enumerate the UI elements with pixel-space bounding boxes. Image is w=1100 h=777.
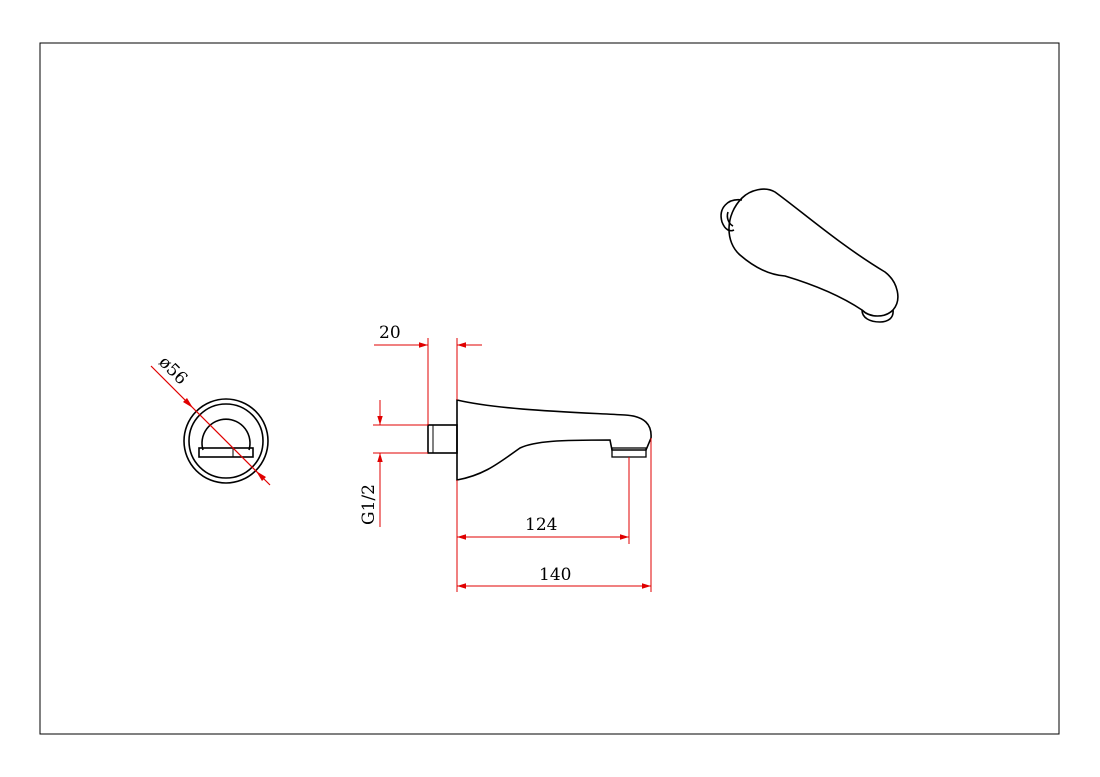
spout-body-outline (456, 398, 652, 481)
threaded-spigot (427, 424, 458, 454)
diameter-leader-line (150, 365, 271, 486)
iso-rosette (720, 198, 743, 232)
front-view (183, 398, 269, 484)
outlet-distance-label: 124 (525, 515, 557, 535)
iso-rosette-inner (726, 211, 734, 227)
diameter-arrow-bottom (256, 471, 266, 481)
overall-length-dimension: 140 (457, 438, 652, 592)
iso-spout-body (728, 188, 899, 317)
side-view (427, 398, 652, 481)
thread-label: G1/2 (359, 484, 379, 525)
overall-length-label: 140 (539, 565, 571, 585)
thread-dimension: G1/2 (359, 400, 428, 527)
diameter-dimension: ø56 (150, 352, 271, 486)
spigot-length-dimension: 20 (374, 323, 482, 425)
outlet-distance-dimension: 124 (456, 457, 630, 592)
spigot-length-label: 20 (379, 323, 401, 343)
outlet-slot (198, 447, 254, 458)
isometric-view (720, 188, 899, 323)
diameter-label: ø56 (154, 352, 191, 389)
iso-outlet (861, 309, 894, 323)
spout-body-circle (201, 418, 251, 451)
diameter-arrow-top (183, 398, 193, 408)
drawing-border (39, 42, 1060, 735)
outer-rosette-circle (183, 398, 269, 484)
inner-rosette-circle (188, 403, 264, 479)
